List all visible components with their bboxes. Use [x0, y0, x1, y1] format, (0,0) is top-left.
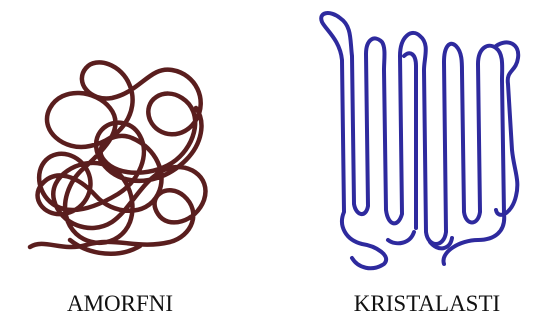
- crystalline-chain-path: [321, 13, 504, 268]
- crystalline-polymer-illustration: [321, 13, 518, 268]
- amorphous-label: AMORFNI: [67, 291, 173, 316]
- amorphous-polymer-illustration: [30, 62, 205, 253]
- crystalline-label: KRISTALASTI: [354, 291, 500, 316]
- amorphous-chain-path: [30, 62, 205, 253]
- crystalline-fold-right-edge: [496, 42, 518, 214]
